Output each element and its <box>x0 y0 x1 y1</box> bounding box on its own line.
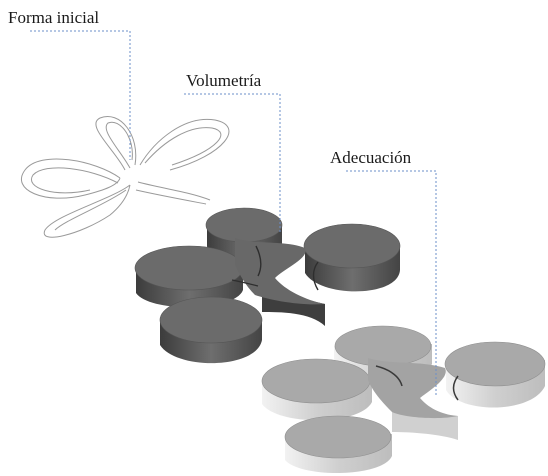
volume-form <box>134 207 401 364</box>
label-initial-text: Forma inicial <box>8 8 99 27</box>
leader-initial <box>30 30 131 160</box>
label-adequacy-text: Adecuación <box>330 148 412 167</box>
label-volume-text: Volumetría <box>186 71 262 90</box>
adequacy-form <box>261 325 546 474</box>
label-volume: Volumetría <box>184 71 281 233</box>
label-adequacy: Adecuación <box>330 148 437 396</box>
initial-form-outline <box>21 116 230 238</box>
label-initial: Forma inicial <box>8 8 131 160</box>
leader-adequacy <box>346 170 437 396</box>
leader-volume <box>184 93 281 233</box>
